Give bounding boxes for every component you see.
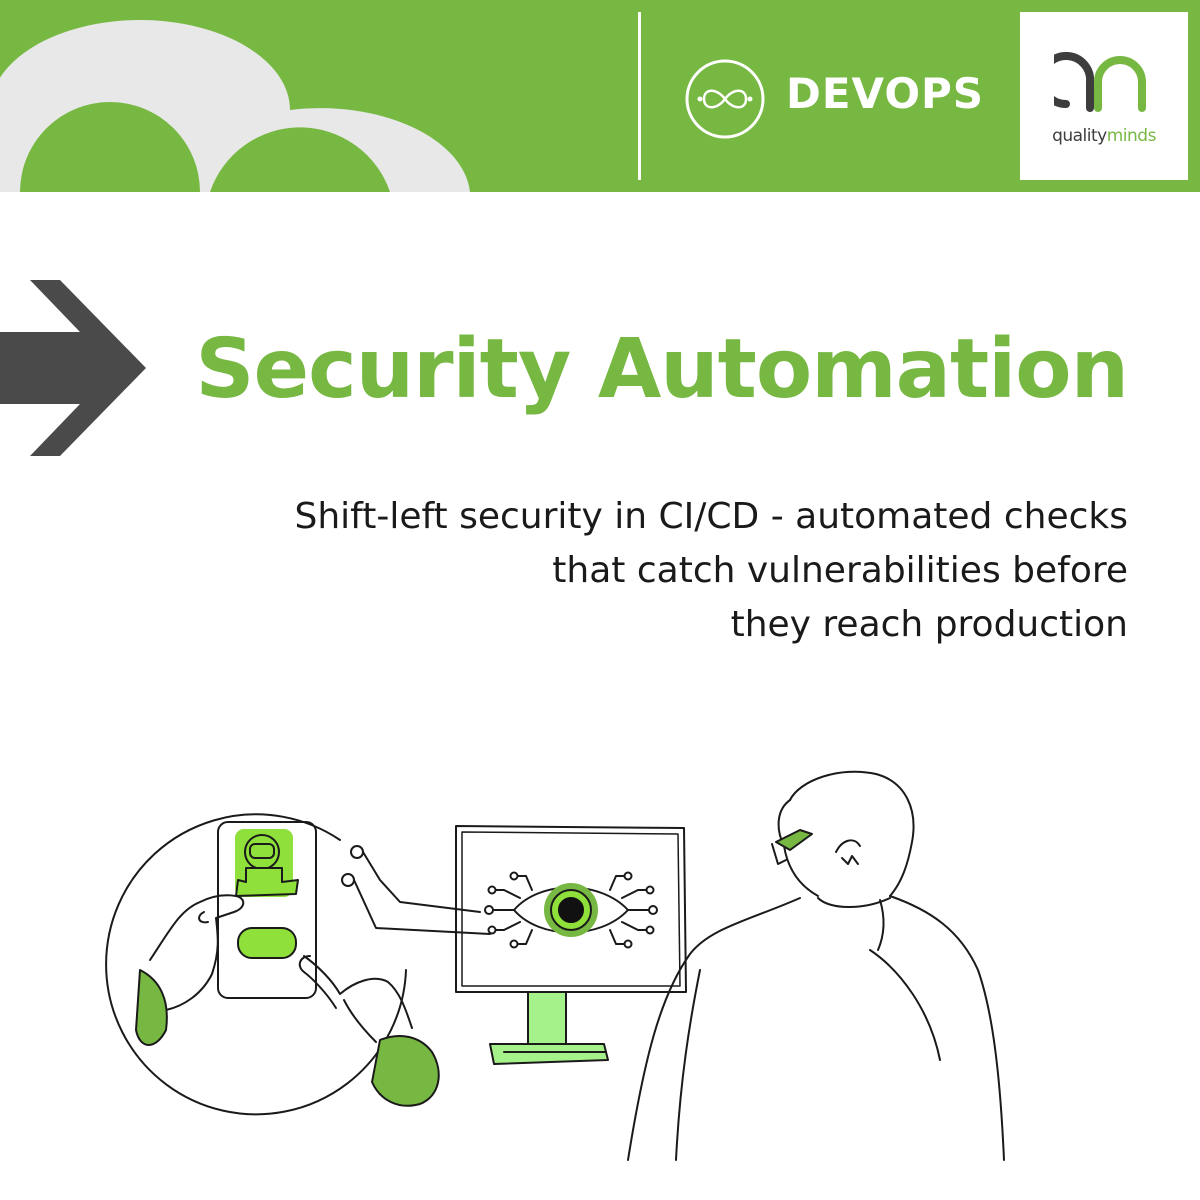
header-band: DEVOPS qualityminds (0, 0, 1200, 192)
company-logo: qualityminds (1020, 12, 1188, 180)
category-label: DEVOPS (786, 69, 985, 118)
subtitle-line-1: Shift-left security in CI/CD - automated… (294, 496, 1128, 537)
decorative-arcs-graphic (0, 20, 470, 192)
logo-wordmark: qualityminds (1020, 126, 1188, 146)
page-title: Security Automation (195, 322, 1129, 417)
subtitle-line-3: they reach production (730, 604, 1128, 645)
eye-scan-icon (484, 871, 658, 949)
arrow-right-icon (0, 280, 146, 456)
circuit-connector-lines (341, 845, 491, 935)
qm-monogram-logo (1054, 52, 1146, 112)
subtitle-line-2: that catch vulnerabilities before (552, 550, 1128, 591)
person-illustration (627, 770, 1005, 1161)
header-divider (638, 12, 641, 180)
phone-magnifier-illustration (105, 813, 440, 1116)
logo-word-minds: minds (1106, 126, 1157, 146)
infinity-loop-icon (685, 59, 765, 139)
logo-word-quality: quality (1052, 126, 1107, 146)
security-scan-illustration (105, 770, 1005, 1161)
subtitle: Shift-left security in CI/CD - automated… (128, 490, 1128, 652)
monitor-illustration (455, 825, 687, 1065)
